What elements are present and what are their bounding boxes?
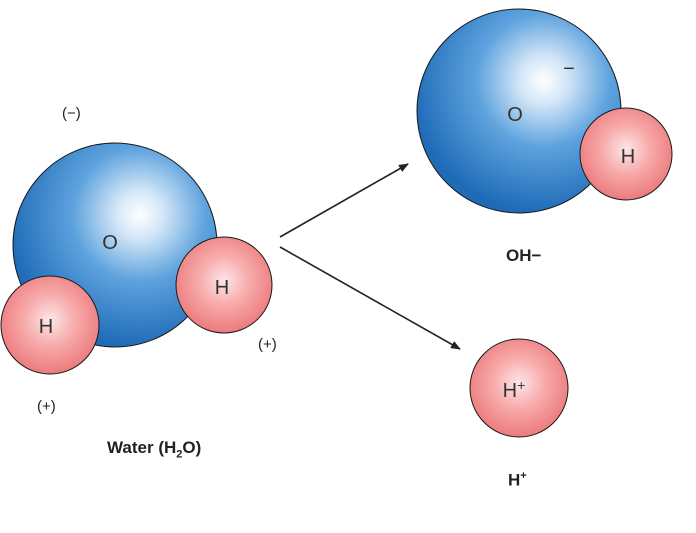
water-hydrogen-right-label: H <box>215 277 229 299</box>
hydroxide-caption: OH− <box>506 246 542 265</box>
proton-ion: H+ <box>469 338 569 438</box>
water-charge-top: (−) <box>62 105 81 122</box>
water-caption-prefix: Water (H <box>107 438 177 457</box>
water-caption-suffix: O) <box>182 438 202 457</box>
water-charge-right: (+) <box>258 336 277 353</box>
water-hydrogen-atom-right <box>175 236 273 334</box>
water-hydrogen-left-label: H <box>39 316 53 338</box>
proton-caption-base: H <box>508 470 521 490</box>
water-oxygen-label: O <box>102 232 118 254</box>
proton-caption-superscript: + <box>520 470 527 482</box>
arrow-to-proton <box>279 246 461 350</box>
proton-label-base: H <box>503 380 517 402</box>
hydroxide-hydrogen-label: H <box>621 146 635 168</box>
hydroxide-hydrogen-atom <box>579 107 673 201</box>
water-charge-bottom: (+) <box>37 398 56 415</box>
water-molecule: O H H <box>0 142 273 375</box>
proton-label: H+ <box>503 377 526 402</box>
hydroxide-ion: O − H <box>416 8 673 214</box>
proton-caption: H+ <box>508 470 527 491</box>
water-caption-subscript: 2 <box>176 448 183 461</box>
hydroxide-minus-sign: − <box>563 58 575 80</box>
water-hydrogen-atom-left <box>0 275 100 375</box>
arrow-to-hydroxide <box>279 163 409 238</box>
hydroxide-oxygen-label: O <box>507 104 523 126</box>
water-caption: Water (H2O) <box>107 438 201 460</box>
proton-label-superscript: + <box>517 377 525 393</box>
proton-atom <box>469 338 569 438</box>
